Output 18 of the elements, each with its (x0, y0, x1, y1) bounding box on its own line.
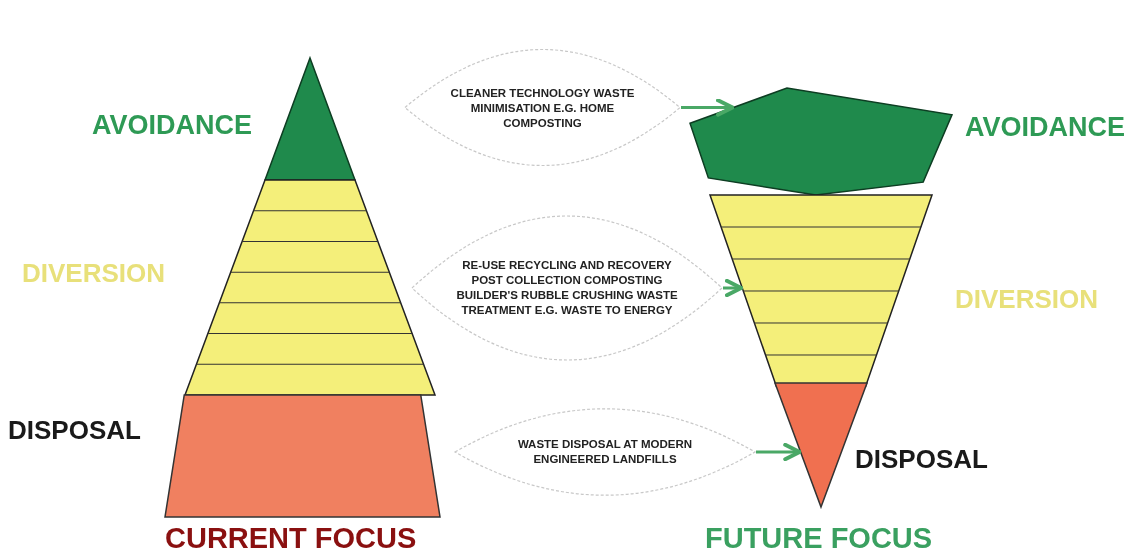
chevron-arrow (756, 442, 802, 462)
tier-label: DIVERSION (22, 258, 166, 289)
measures-text: RE-USE RECYCLING AND RECOVERY POST COLLECTION COMPOSTING BUILDER'S RUBBLE CRUSHING WASTE TREATMENT E.G. WASTE TO ENERGY (455, 258, 679, 318)
tier-label: DISPOSAL (855, 444, 988, 475)
tier-label: AVOIDANCE (92, 110, 252, 141)
pyramid-tier (265, 58, 355, 180)
measures-text: CLEANER TECHNOLOGY WASTE MINIMISATION E.G. HOME COMPOSTING (449, 85, 636, 130)
tier-label: AVOIDANCE (965, 112, 1125, 143)
measures-text: WASTE DISPOSAL AT MODERN ENGINEERED LANDFILLS (516, 437, 694, 467)
tier-label: DISPOSAL (8, 415, 141, 446)
tier-label: DIVERSION (955, 284, 1099, 315)
pyramid-tier (690, 88, 952, 195)
chevron-arrow (681, 98, 735, 117)
pyramid-caption: FUTURE FOCUS (705, 522, 933, 555)
pyramid-caption: CURRENT FOCUS (165, 522, 417, 555)
pyramid-tier (185, 180, 435, 395)
chevron-arrow (723, 278, 744, 298)
pyramid-tier (165, 395, 440, 517)
